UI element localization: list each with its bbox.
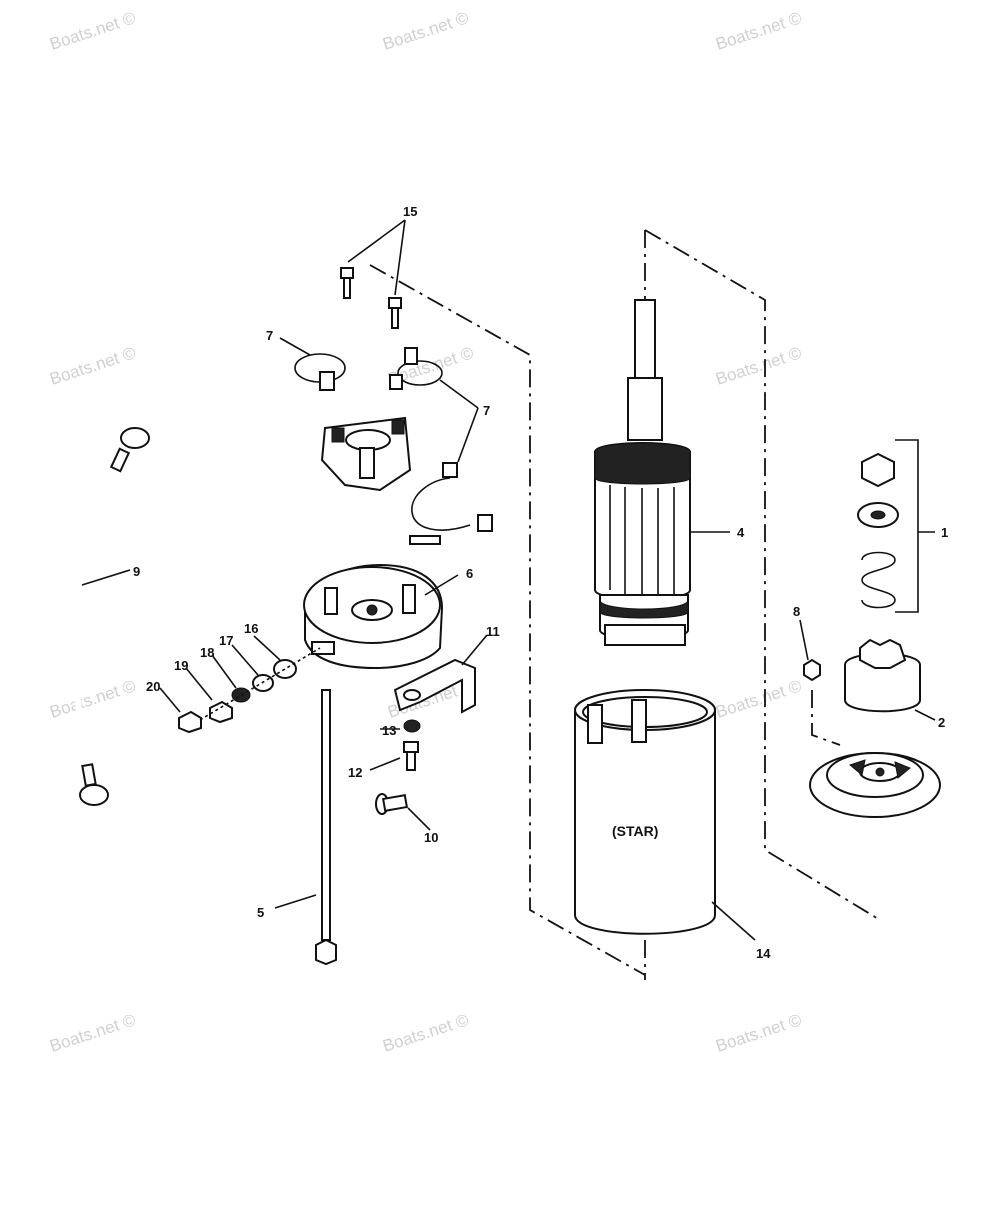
end-cap xyxy=(303,563,444,670)
nut-8 xyxy=(803,658,821,682)
nut-19 xyxy=(209,700,233,724)
brush xyxy=(319,371,335,391)
watermark: Boats.net © xyxy=(713,343,804,389)
watermark: Boats.net © xyxy=(713,1010,804,1056)
watermark: Boats.net © xyxy=(47,8,138,54)
armature-shaft-top xyxy=(634,299,656,381)
callout-4: 4 xyxy=(737,525,745,540)
cable-ring-terminal-top xyxy=(120,427,150,449)
frame-label: (STAR) xyxy=(612,823,658,839)
watermark: Boats.net © xyxy=(380,1010,471,1056)
callout-16: 16 xyxy=(244,621,258,636)
brush xyxy=(404,347,418,365)
callout-17: 17 xyxy=(219,633,233,648)
pinion-gear xyxy=(844,638,921,713)
callout-14: 14 xyxy=(756,946,771,961)
brush xyxy=(442,462,458,478)
drive-nut xyxy=(861,452,895,488)
bracket-hardware xyxy=(375,719,421,815)
armature xyxy=(594,299,691,646)
callout-11: 11 xyxy=(486,624,500,639)
callout-2: 2 xyxy=(938,715,945,730)
frame-right xyxy=(644,229,881,921)
battery-cable xyxy=(71,427,150,806)
callouts: 15 7 7 4 1 6 9 11 8 16 17 18 19 20 2 13 … xyxy=(133,204,948,961)
cable-ring-terminal-bottom xyxy=(79,784,109,806)
callout-1-bracket xyxy=(895,439,919,613)
assembly-frames xyxy=(369,229,881,980)
brush-holder-screws xyxy=(340,267,402,329)
callout-5: 5 xyxy=(257,905,264,920)
screw-head xyxy=(340,267,354,279)
watermark: Boats.net © xyxy=(713,8,804,54)
brushes xyxy=(294,347,493,545)
leader-lines xyxy=(81,219,936,941)
terminal-hardware xyxy=(178,647,321,734)
callout-18: 18 xyxy=(200,645,214,660)
callout-12: 12 xyxy=(348,765,362,780)
watermark: Boats.net © xyxy=(713,676,804,722)
screw-12-head xyxy=(403,741,419,753)
callout-13: 13 xyxy=(382,723,396,738)
screw-head xyxy=(388,297,402,309)
callout-6: 6 xyxy=(466,566,473,581)
nut-20 xyxy=(178,710,202,734)
terminal-stud xyxy=(409,535,441,545)
through-bolt xyxy=(315,689,337,966)
frame-nut-link xyxy=(811,690,841,746)
watermark: Boats.net © xyxy=(47,343,138,389)
callout-8: 8 xyxy=(793,604,800,619)
brush xyxy=(477,514,493,532)
drive-assembly-1 xyxy=(857,452,899,609)
watermark: Boats.net © xyxy=(380,8,471,54)
frame-left xyxy=(369,264,646,976)
mounting-bracket xyxy=(393,658,476,714)
callout-10: 10 xyxy=(424,830,438,845)
motor-frame: (STAR) xyxy=(574,689,716,935)
lockwasher-13 xyxy=(403,719,421,733)
drive-end-head xyxy=(809,752,941,818)
screw-shank xyxy=(343,277,351,299)
callout-15: 15 xyxy=(403,204,417,219)
callout-1: 1 xyxy=(941,525,948,540)
callout-7-top: 7 xyxy=(266,328,273,343)
washer-16 xyxy=(273,659,297,679)
drive-spring xyxy=(861,551,896,609)
brush-holder xyxy=(320,416,412,492)
callout-9: 9 xyxy=(133,564,140,579)
callout-7-right: 7 xyxy=(483,403,490,418)
callout-20: 20 xyxy=(146,679,160,694)
watermark: Boats.net © xyxy=(47,676,138,722)
callout-19: 19 xyxy=(174,658,188,673)
watermark: Boats.net © xyxy=(47,1010,138,1056)
screw-shank xyxy=(391,307,399,329)
